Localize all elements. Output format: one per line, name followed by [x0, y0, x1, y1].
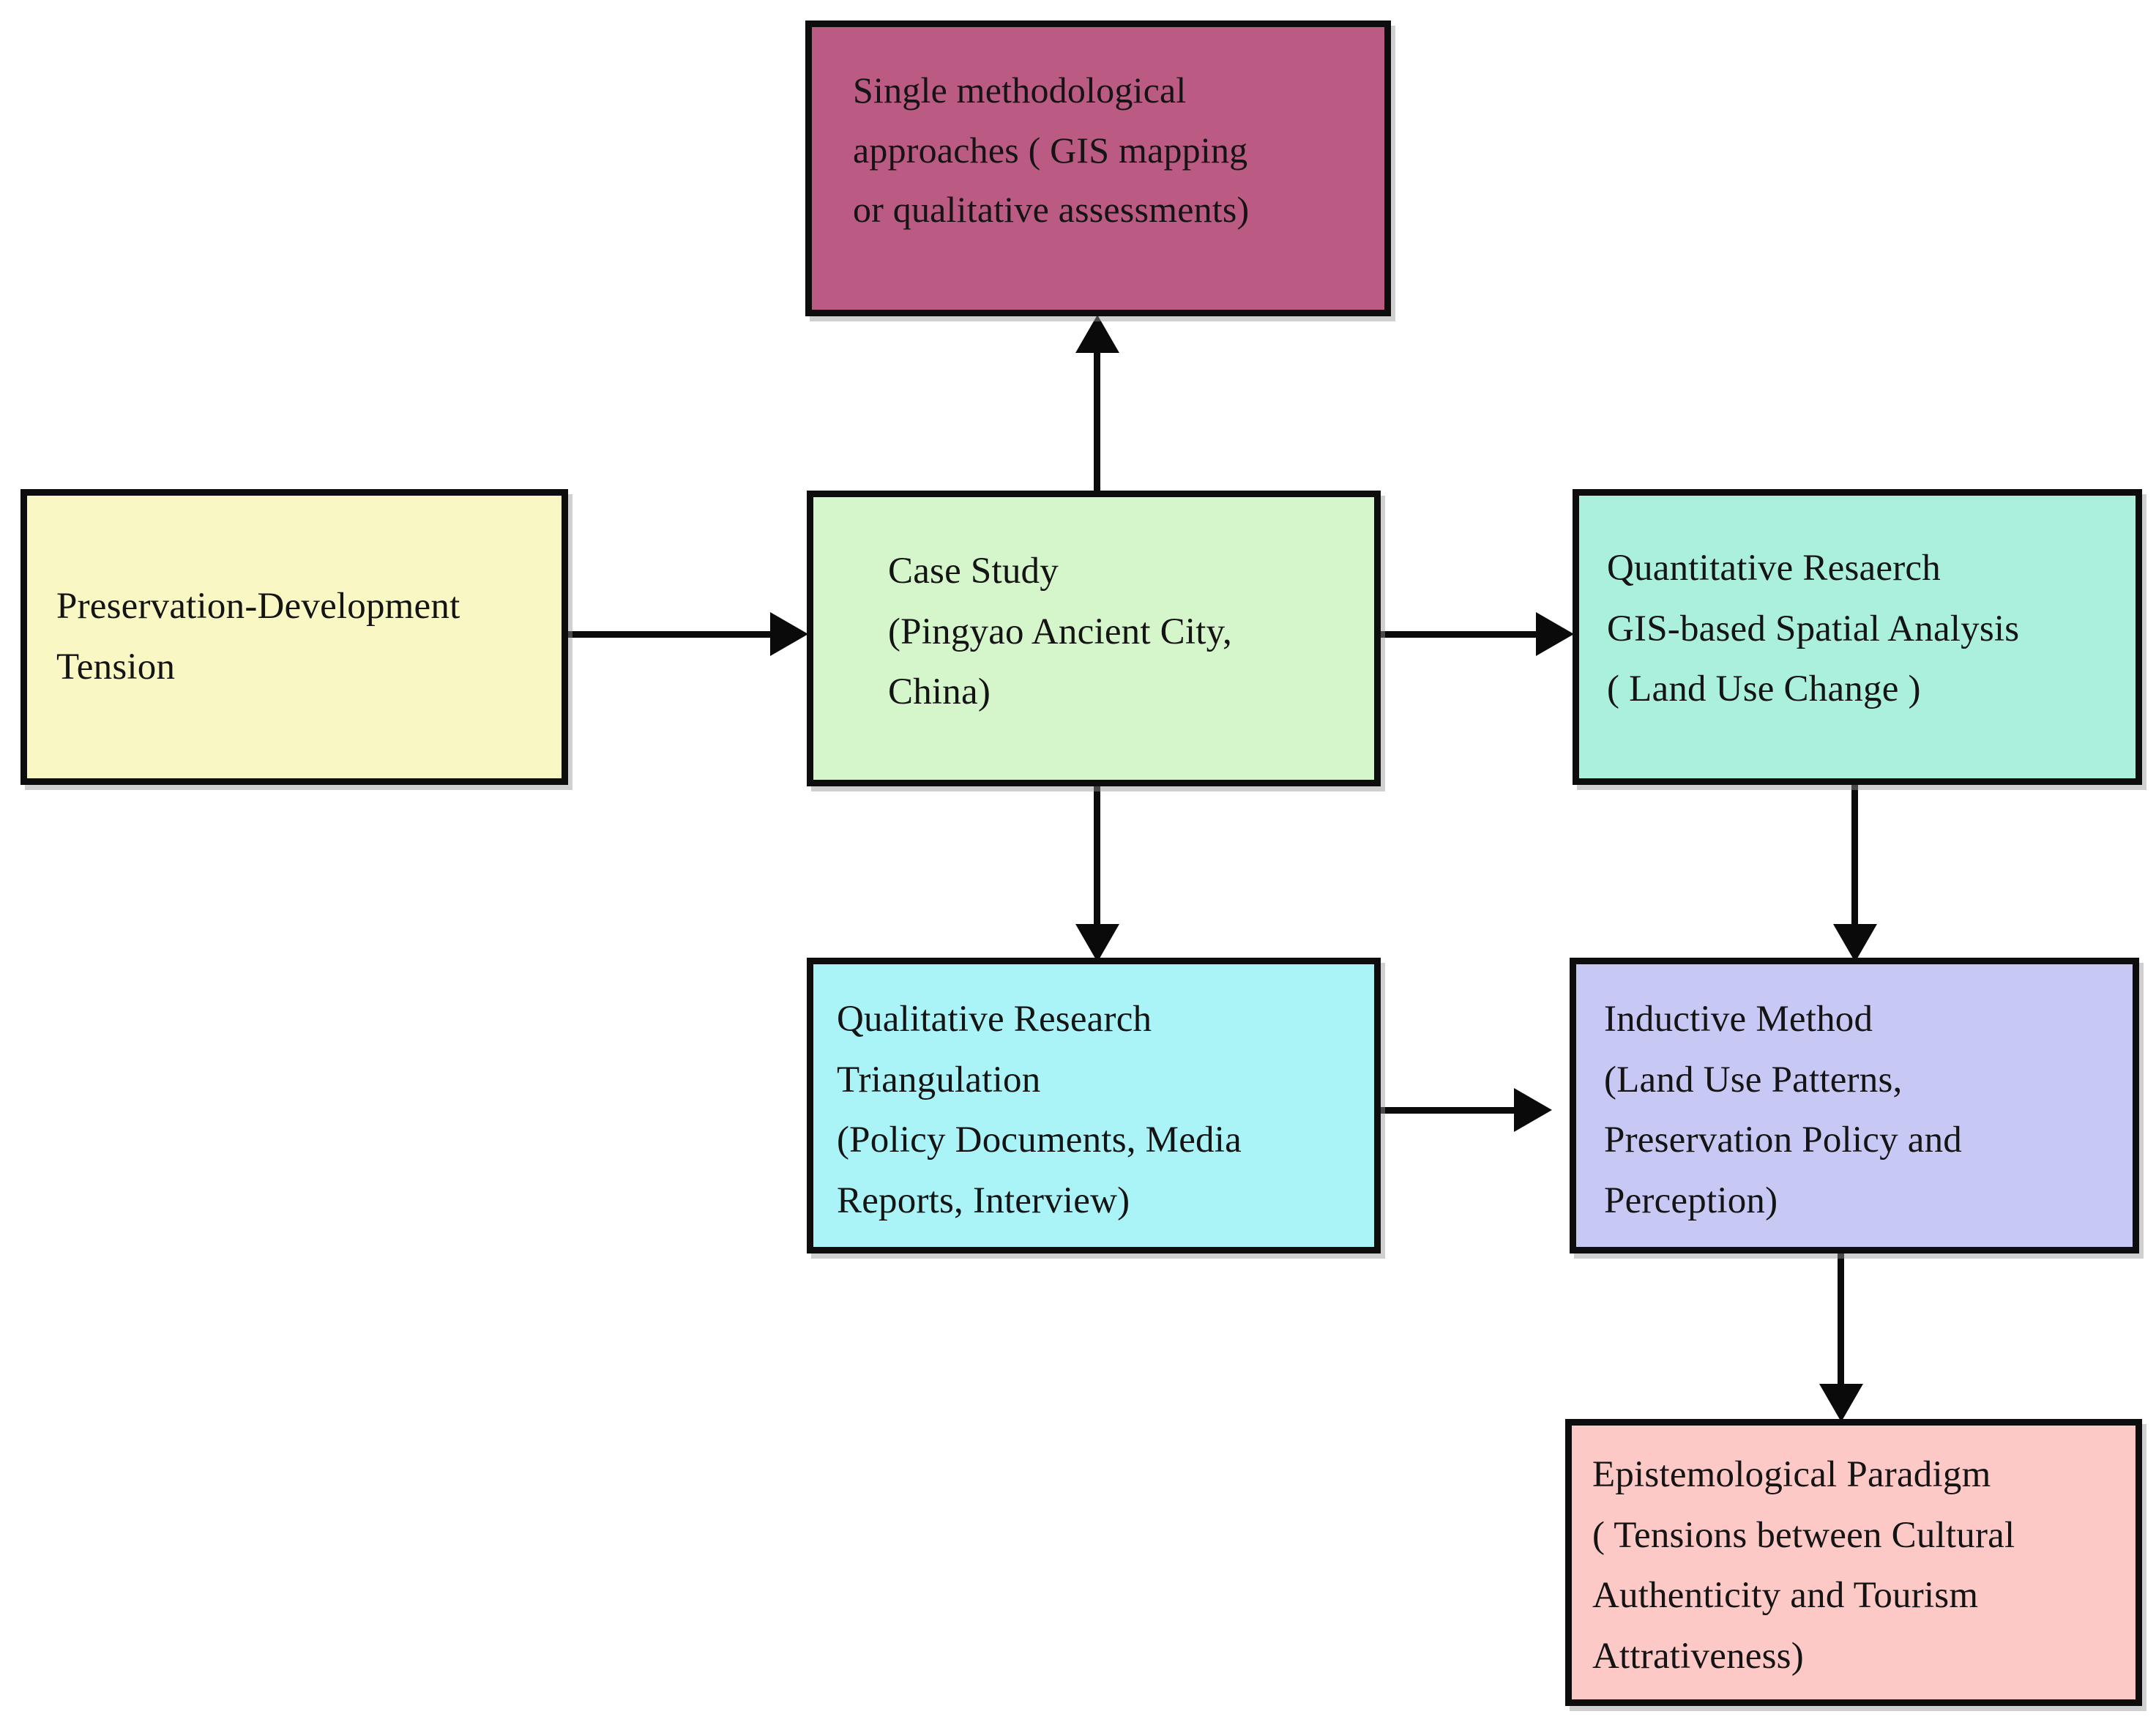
- node-qualitative-research-triangulation: Qualitative Research Triangulation (Poli…: [807, 958, 1381, 1253]
- edge-inductive-to-epistemological: [1838, 1252, 1844, 1391]
- node-single-methodological-approaches: Single methodological approaches ( GIS m…: [805, 21, 1391, 316]
- node-line: or qualitative assessments): [853, 189, 1250, 230]
- node-inductive-method: Inductive Method (Land Use Patterns, Pre…: [1570, 958, 2139, 1253]
- node-line: approaches ( GIS mapping: [853, 129, 1248, 171]
- arrowhead-qualitative-to-inductive: [1514, 1088, 1552, 1132]
- node-line: Attrativeness): [1592, 1635, 1804, 1677]
- node-line: (Pingyao Ancient City,: [888, 611, 1232, 652]
- node-line: Perception): [1604, 1180, 1778, 1221]
- node-line: Authenticity and Tourism: [1592, 1575, 1979, 1617]
- node-line: Preservation Policy and: [1604, 1120, 1963, 1161]
- node-line: Preservation-Development: [56, 586, 460, 627]
- arrowhead-case-study-to-quantitative: [1536, 612, 1574, 656]
- edge-quantitative-to-inductive: [1851, 783, 1858, 930]
- node-line: GIS-based Spatial Analysis: [1607, 608, 2020, 649]
- node-case-study: Case Study (Pingyao Ancient City, China): [807, 491, 1381, 786]
- node-line: (Land Use Patterns,: [1604, 1059, 1903, 1100]
- edge-tension-to-case-study: [568, 631, 780, 638]
- node-line: Quantitative Resaerch: [1607, 548, 1941, 589]
- edge-case-study-to-quantitative: [1381, 631, 1549, 638]
- node-line: Epistemological Paradigm: [1592, 1454, 1991, 1495]
- node-preservation-development-tension: Preservation-Development Tension: [20, 489, 568, 785]
- node-line: Reports, Interview): [837, 1180, 1130, 1221]
- node-line: Qualitative Research: [837, 999, 1152, 1040]
- node-line: Tension: [56, 647, 176, 688]
- node-line: Single methodological: [853, 70, 1187, 111]
- arrowhead-case-study-to-single-method: [1075, 315, 1119, 353]
- arrowhead-case-study-to-qualitative: [1075, 924, 1119, 962]
- node-line: ( Land Use Change ): [1607, 668, 1921, 710]
- arrowhead-quantitative-to-inductive: [1833, 924, 1877, 962]
- arrowhead-tension-to-case-study: [770, 612, 808, 656]
- edge-qualitative-to-inductive: [1381, 1107, 1526, 1114]
- node-line: Inductive Method: [1604, 999, 1873, 1040]
- node-epistemological-paradigm: Epistemological Paradigm ( Tensions betw…: [1565, 1419, 2142, 1706]
- node-line: Case Study: [888, 551, 1059, 592]
- node-line: China): [888, 671, 991, 713]
- arrowhead-inductive-to-epistemological: [1819, 1384, 1863, 1422]
- edge-case-study-to-single-method: [1094, 344, 1100, 499]
- node-line: Triangulation: [837, 1059, 1041, 1100]
- node-line: ( Tensions between Cultural: [1592, 1514, 2015, 1556]
- node-quantitative-research: Quantitative Resaerch GIS-based Spatial …: [1573, 489, 2142, 785]
- node-line: (Policy Documents, Media: [837, 1120, 1242, 1161]
- edge-case-study-to-qualitative: [1094, 783, 1100, 930]
